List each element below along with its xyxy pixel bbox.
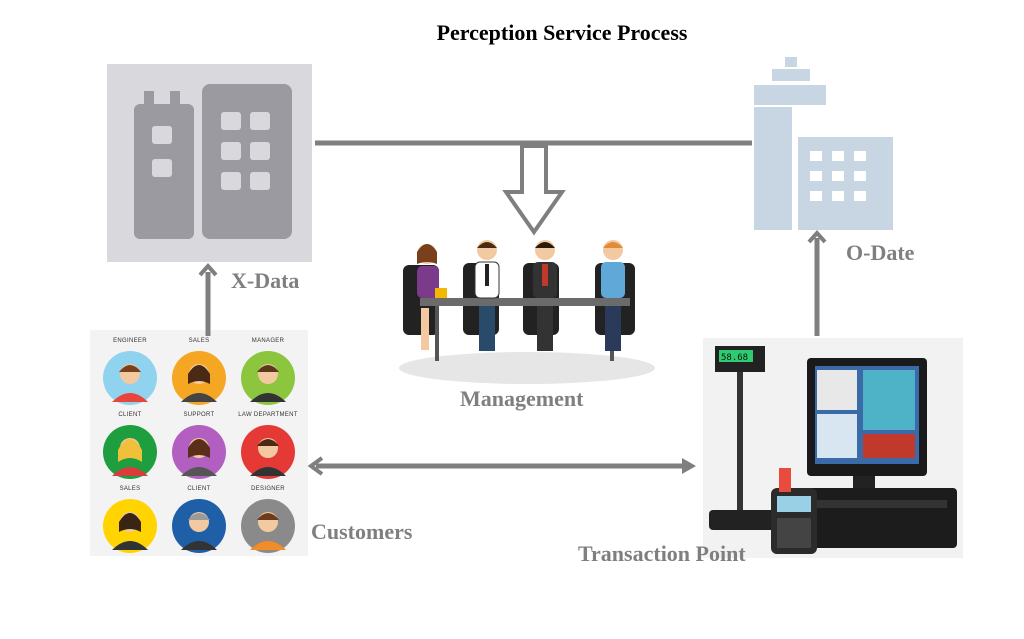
- role-label: SALES: [119, 486, 141, 492]
- transaction-point-label: Transaction Point: [578, 541, 746, 566]
- down-arrow-icon: [502, 144, 566, 236]
- customer-avatar: CLIENT: [95, 412, 165, 480]
- up-arrow-icon: [807, 229, 827, 244]
- customer-avatar: DESIGNER: [233, 486, 303, 554]
- odate-label: O-Date: [846, 240, 915, 265]
- right-arrow-icon: [682, 458, 696, 474]
- avatar-icon: [241, 425, 295, 479]
- role-label: DESIGNER: [251, 486, 285, 492]
- role-label: CLIENT: [187, 486, 211, 492]
- management-label: Management: [460, 386, 584, 411]
- role-label: SUPPORT: [183, 412, 215, 418]
- pos-display-value: 58.68: [721, 353, 748, 363]
- customer-avatar: CLIENT: [164, 486, 234, 554]
- avatar-icon: [241, 499, 295, 553]
- customer-avatar: MANAGER: [233, 338, 303, 406]
- role-label: ENGINEER: [113, 338, 147, 344]
- customer-avatar: SALES: [164, 338, 234, 406]
- avatar-icon: [103, 425, 157, 479]
- customer-avatar: SALES: [95, 486, 165, 554]
- customer-avatar: ENGINEER: [95, 338, 165, 406]
- office-building-icon: [754, 57, 893, 230]
- avatar-icon: [241, 351, 295, 405]
- avatar-icon: [172, 499, 226, 553]
- customers-avatar-grid: ENGINEER SALES MANAGER: [90, 330, 308, 556]
- customer-avatar: SUPPORT: [164, 412, 234, 480]
- role-label: CLIENT: [118, 412, 142, 418]
- xdata-building-panel: [107, 64, 312, 262]
- left-arrow-icon: [307, 456, 324, 476]
- role-label: MANAGER: [251, 338, 285, 344]
- customers-label: Customers: [311, 519, 413, 544]
- management-meeting-illustration: [399, 240, 655, 384]
- role-label: LAW DEPARTMENT: [238, 412, 298, 418]
- pos-terminal-icon: 58.68: [709, 346, 957, 554]
- avatar-icon: [172, 425, 226, 479]
- diagram-title: Perception Service Process: [436, 20, 688, 45]
- role-label: SALES: [188, 338, 210, 344]
- pos-terminal-panel: 58.68: [703, 338, 963, 558]
- avatar-icon: [172, 351, 226, 405]
- avatar-icon: [103, 499, 157, 553]
- avatar-icon: [103, 351, 157, 405]
- xdata-label: X-Data: [231, 268, 300, 293]
- up-arrow-icon: [198, 262, 218, 277]
- customer-avatar: LAW DEPARTMENT: [233, 412, 303, 480]
- building-icon: [134, 84, 292, 239]
